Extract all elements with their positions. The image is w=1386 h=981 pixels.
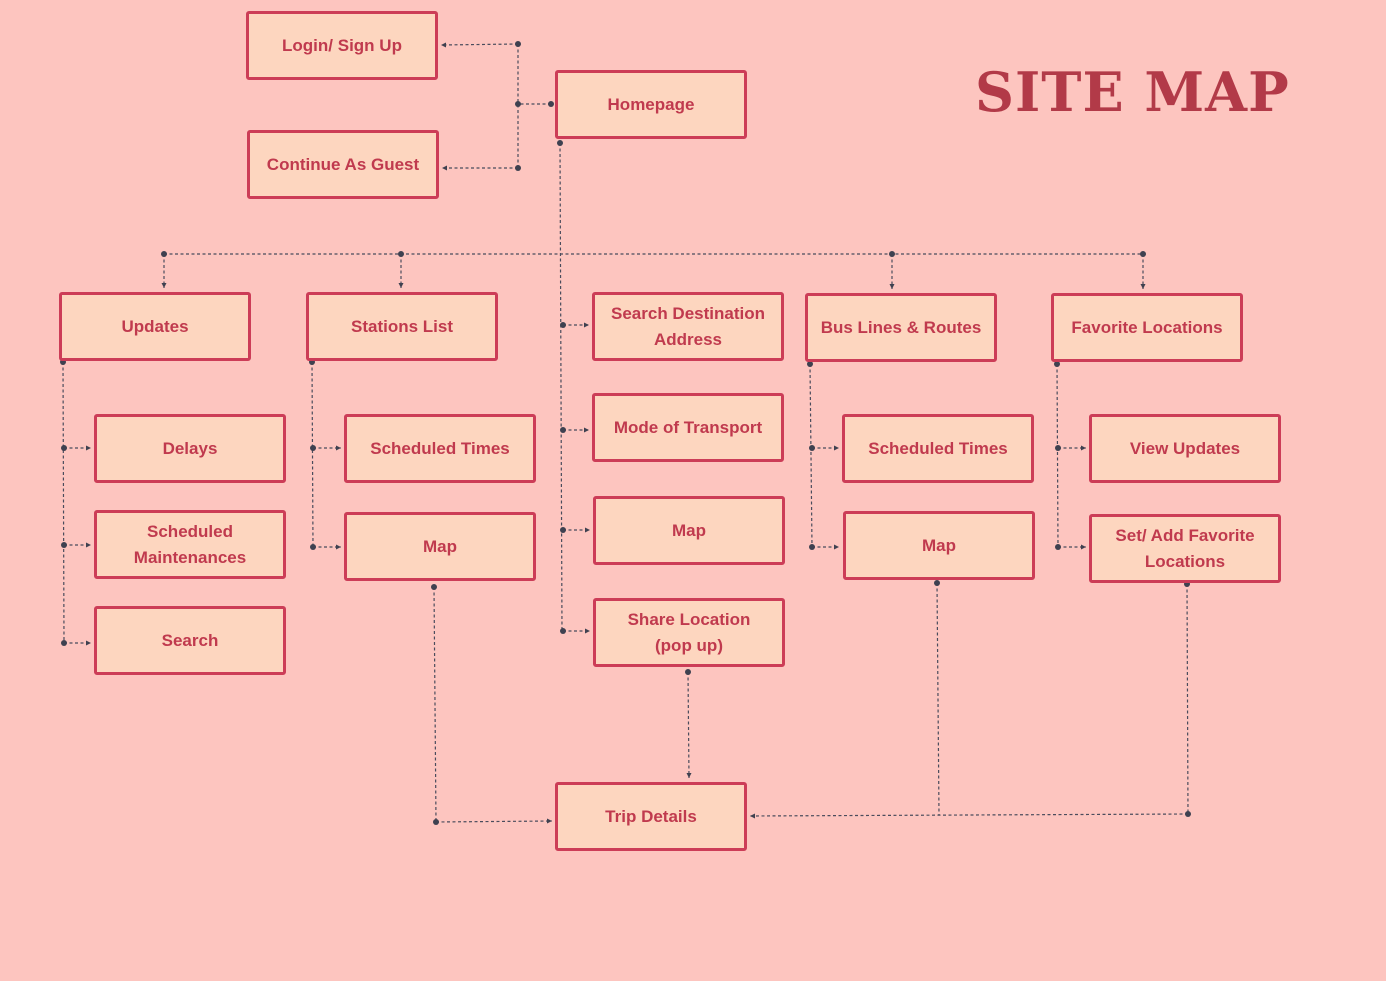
connector-dot: [431, 584, 437, 590]
arrowhead: [161, 283, 167, 288]
arrowhead: [834, 445, 839, 451]
connector-dot: [889, 251, 895, 257]
arrowhead: [585, 527, 590, 533]
arrowhead: [584, 427, 589, 433]
arrowhead: [1081, 445, 1086, 451]
connector-dot: [809, 544, 815, 550]
arrowhead: [398, 283, 404, 288]
connector-dot: [515, 41, 521, 47]
connector-dot: [61, 542, 67, 548]
arrowhead: [686, 773, 692, 778]
mode-of-transport-box[interactable]: Mode of Transport: [592, 393, 784, 462]
center-map-box[interactable]: Map: [593, 496, 785, 565]
delays-box[interactable]: Delays: [94, 414, 286, 483]
connector-dot: [809, 445, 815, 451]
connector-line: [749, 813, 1189, 817]
connector-line: [435, 820, 553, 823]
arrowhead: [442, 165, 447, 171]
trip-details-box[interactable]: Trip Details: [555, 782, 747, 851]
login-signup-box[interactable]: Login/ Sign Up: [246, 11, 438, 80]
connector-line: [559, 142, 563, 633]
connector-line: [311, 361, 314, 548]
connector-dot: [560, 628, 566, 634]
connector-line: [1186, 583, 1189, 815]
bus-map-box[interactable]: Map: [843, 511, 1035, 580]
homepage-box[interactable]: Homepage: [555, 70, 747, 139]
arrowhead: [1140, 284, 1146, 289]
connector-dot: [934, 580, 940, 586]
connector-line: [809, 363, 813, 548]
continue-as-guest-box[interactable]: Continue As Guest: [247, 130, 439, 199]
share-location-box[interactable]: Share Location (pop up): [593, 598, 785, 667]
connector-dot: [1055, 544, 1061, 550]
connector-dot: [161, 251, 167, 257]
arrowhead: [441, 42, 446, 48]
connector-line: [1056, 363, 1059, 548]
connector-dot: [515, 165, 521, 171]
connector-dot: [1055, 445, 1061, 451]
connector-dot: [685, 669, 691, 675]
page-title: SITE MAP: [975, 60, 1290, 124]
connector-dot: [548, 101, 554, 107]
search-box[interactable]: Search: [94, 606, 286, 675]
connector-line: [62, 361, 65, 644]
favorite-locations-box[interactable]: Favorite Locations: [1051, 293, 1243, 362]
connector-dot: [515, 101, 521, 107]
connector-dot: [560, 427, 566, 433]
bus-scheduled-times-box[interactable]: Scheduled Times: [842, 414, 1034, 483]
arrowhead: [86, 640, 91, 646]
arrowhead: [584, 322, 589, 328]
connector-dot: [807, 361, 813, 367]
connector-dot: [310, 445, 316, 451]
connector-dot: [61, 640, 67, 646]
connector-line: [433, 586, 437, 823]
stations-scheduled-times-box[interactable]: Scheduled Times: [344, 414, 536, 483]
arrowhead: [750, 813, 755, 819]
arrowhead: [336, 544, 341, 550]
arrowhead: [547, 818, 552, 824]
connector-dot: [557, 140, 563, 146]
connector-dot: [398, 251, 404, 257]
arrowhead: [86, 542, 91, 548]
stations-map-box[interactable]: Map: [344, 512, 536, 581]
arrowhead: [1081, 544, 1086, 550]
scheduled-maintenances-box[interactable]: Scheduled Maintenances: [94, 510, 286, 579]
connector-dot: [61, 445, 67, 451]
connector-dot: [433, 819, 439, 825]
updates-box[interactable]: Updates: [59, 292, 251, 361]
stations-list-box[interactable]: Stations List: [306, 292, 498, 361]
arrowhead: [889, 284, 895, 289]
connector-dot: [560, 322, 566, 328]
bus-lines-routes-box[interactable]: Bus Lines & Routes: [805, 293, 997, 362]
connector-dot: [1185, 811, 1191, 817]
view-updates-box[interactable]: View Updates: [1089, 414, 1281, 483]
connector-dot: [560, 527, 566, 533]
connector-dot: [310, 544, 316, 550]
search-destination-box[interactable]: Search Destination Address: [592, 292, 784, 361]
arrowhead: [86, 445, 91, 451]
connector-dot: [1054, 361, 1060, 367]
connector-line: [440, 43, 519, 46]
arrowhead: [336, 445, 341, 451]
arrowhead: [585, 628, 590, 634]
set-add-favorite-box[interactable]: Set/ Add Favorite Locations: [1089, 514, 1281, 583]
connector-dot: [1140, 251, 1146, 257]
connector-line: [936, 582, 940, 816]
arrowhead: [834, 544, 839, 550]
connector-line: [687, 671, 690, 779]
